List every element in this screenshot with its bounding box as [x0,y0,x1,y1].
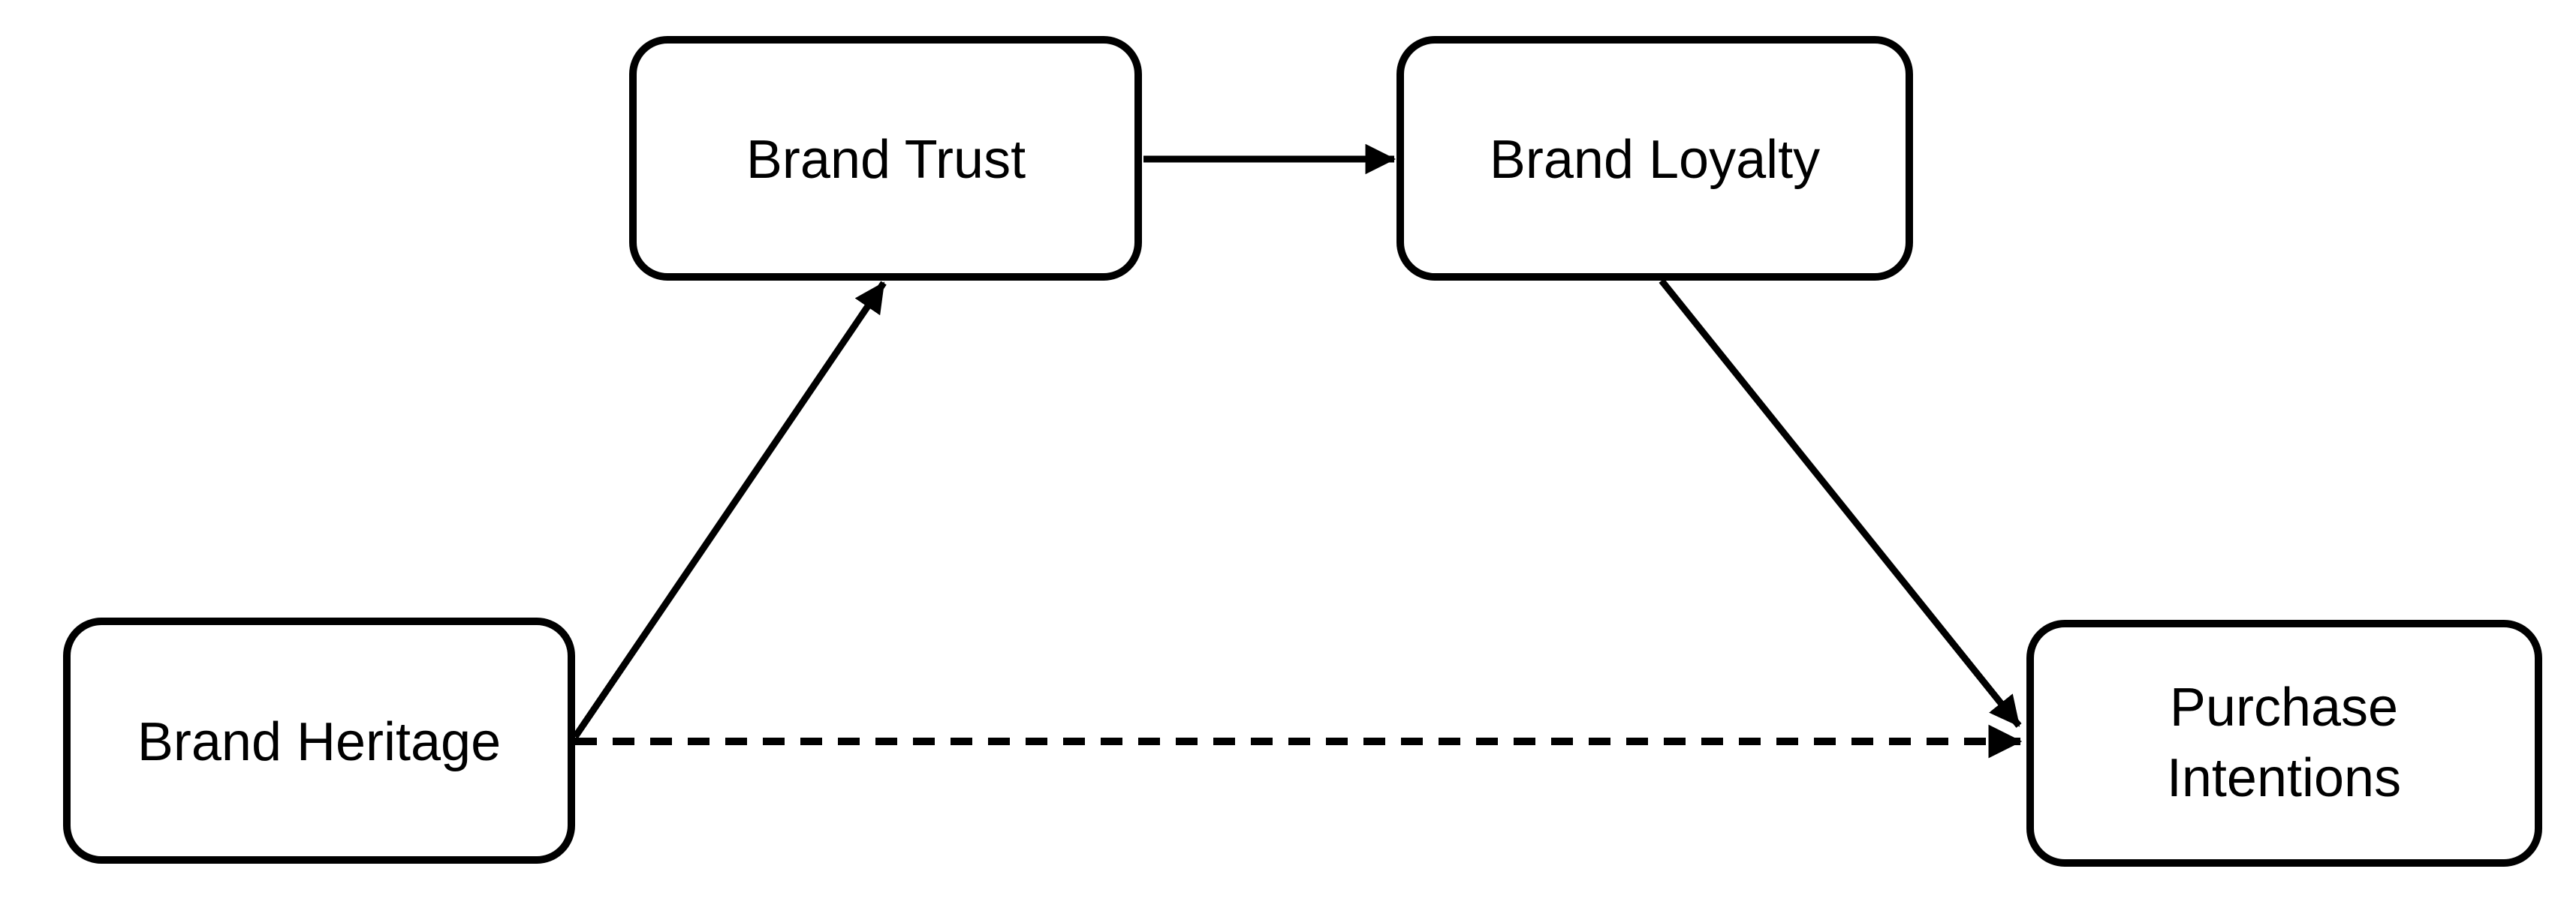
node-brand-loyalty-box [1396,36,1913,281]
edge-heritage-to-trust [572,281,887,739]
node-brand-trust: Brand Trust [629,36,1142,281]
node-brand-heritage-box [63,618,575,864]
node-brand-loyalty: Brand Loyalty [1396,36,1913,281]
node-purchase-intentions-label-line2: Intentions [2167,748,2401,808]
node-purchase-intentions: Purchase Intentions [2026,620,2542,867]
edge-loyalty-to-purchase [1659,278,2022,728]
node-brand-trust-box [629,36,1142,281]
node-brand-heritage-label: Brand Heritage [137,712,501,772]
node-brand-loyalty-label: Brand Loyalty [1490,130,1820,190]
node-brand-heritage: Brand Heritage [63,618,575,864]
node-brand-trust-label: Brand Trust [746,130,1026,190]
node-purchase-intentions-label-line1: Purchase [2170,678,2398,738]
node-purchase-intentions-box [2026,620,2542,867]
